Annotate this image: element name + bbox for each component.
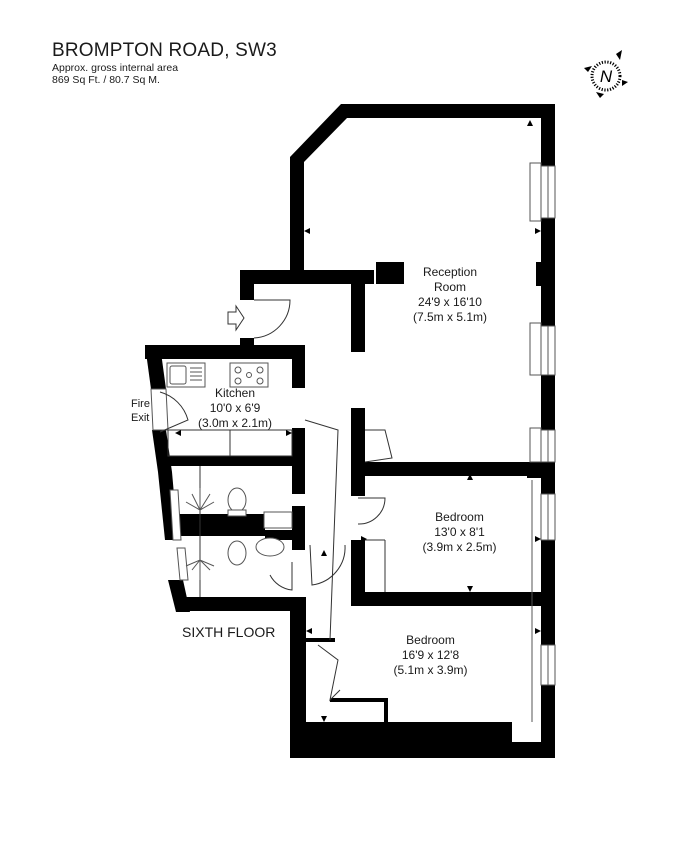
room-name: Bedroom	[406, 633, 455, 647]
area-value: 869 Sq Ft. / 80.7 Sq M.	[52, 74, 160, 86]
room-dimensions-imperial: 10'0 x 6'9	[209, 401, 261, 415]
entrance-arrow-icon	[227, 304, 245, 332]
dimension-markers	[175, 120, 541, 722]
property-title: BROMPTON ROAD, SW3	[52, 40, 277, 61]
north-compass-icon: N	[584, 50, 628, 98]
fire-exit-label: Fire Exit	[131, 397, 150, 425]
room-label-kitchen: Kitchen 10'0 x 6'9 (3.0m x 2.1m)	[190, 386, 280, 431]
room-dimensions-metric: (3.0m x 2.1m)	[197, 416, 272, 430]
room-label-reception: Reception Room 24'9 x 16'10 (7.5m x 5.1m…	[405, 265, 495, 325]
room-name: Bedroom	[435, 510, 484, 524]
kitchen-fixtures	[166, 362, 269, 388]
fire-exit-line1: Fire	[131, 398, 150, 410]
room-label-bedroom-1: Bedroom 13'0 x 8'1 (3.9m x 2.5m)	[412, 510, 507, 555]
room-name: Reception	[422, 265, 478, 279]
plan-header: BROMPTON ROAD, SW3 Approx. gross interna…	[52, 40, 277, 86]
fire-exit-line2: Exit	[131, 412, 150, 424]
bathroom-fixtures	[185, 487, 293, 580]
room-label-bedroom-2: Bedroom 16'9 x 12'8 (5.1m x 3.9m)	[383, 633, 478, 678]
room-name: Kitchen	[214, 386, 256, 400]
room-dimensions-metric: (5.1m x 3.9m)	[393, 663, 468, 677]
windows	[150, 162, 556, 742]
walls	[145, 104, 555, 758]
area-caption: Approx. gross internal area	[52, 62, 179, 74]
room-name-2: Room	[433, 280, 466, 294]
floor-label: SIXTH FLOOR	[182, 624, 276, 640]
room-dimensions-imperial: 24'9 x 16'10	[418, 295, 482, 309]
svg-text:N: N	[600, 67, 613, 86]
room-dimensions-imperial: 16'9 x 12'8	[401, 648, 460, 662]
doors	[159, 299, 393, 702]
room-dimensions-metric: (3.9m x 2.5m)	[422, 540, 497, 554]
room-dimensions-imperial: 13'0 x 8'1	[434, 525, 485, 539]
room-dimensions-metric: (7.5m x 5.1m)	[412, 310, 487, 324]
